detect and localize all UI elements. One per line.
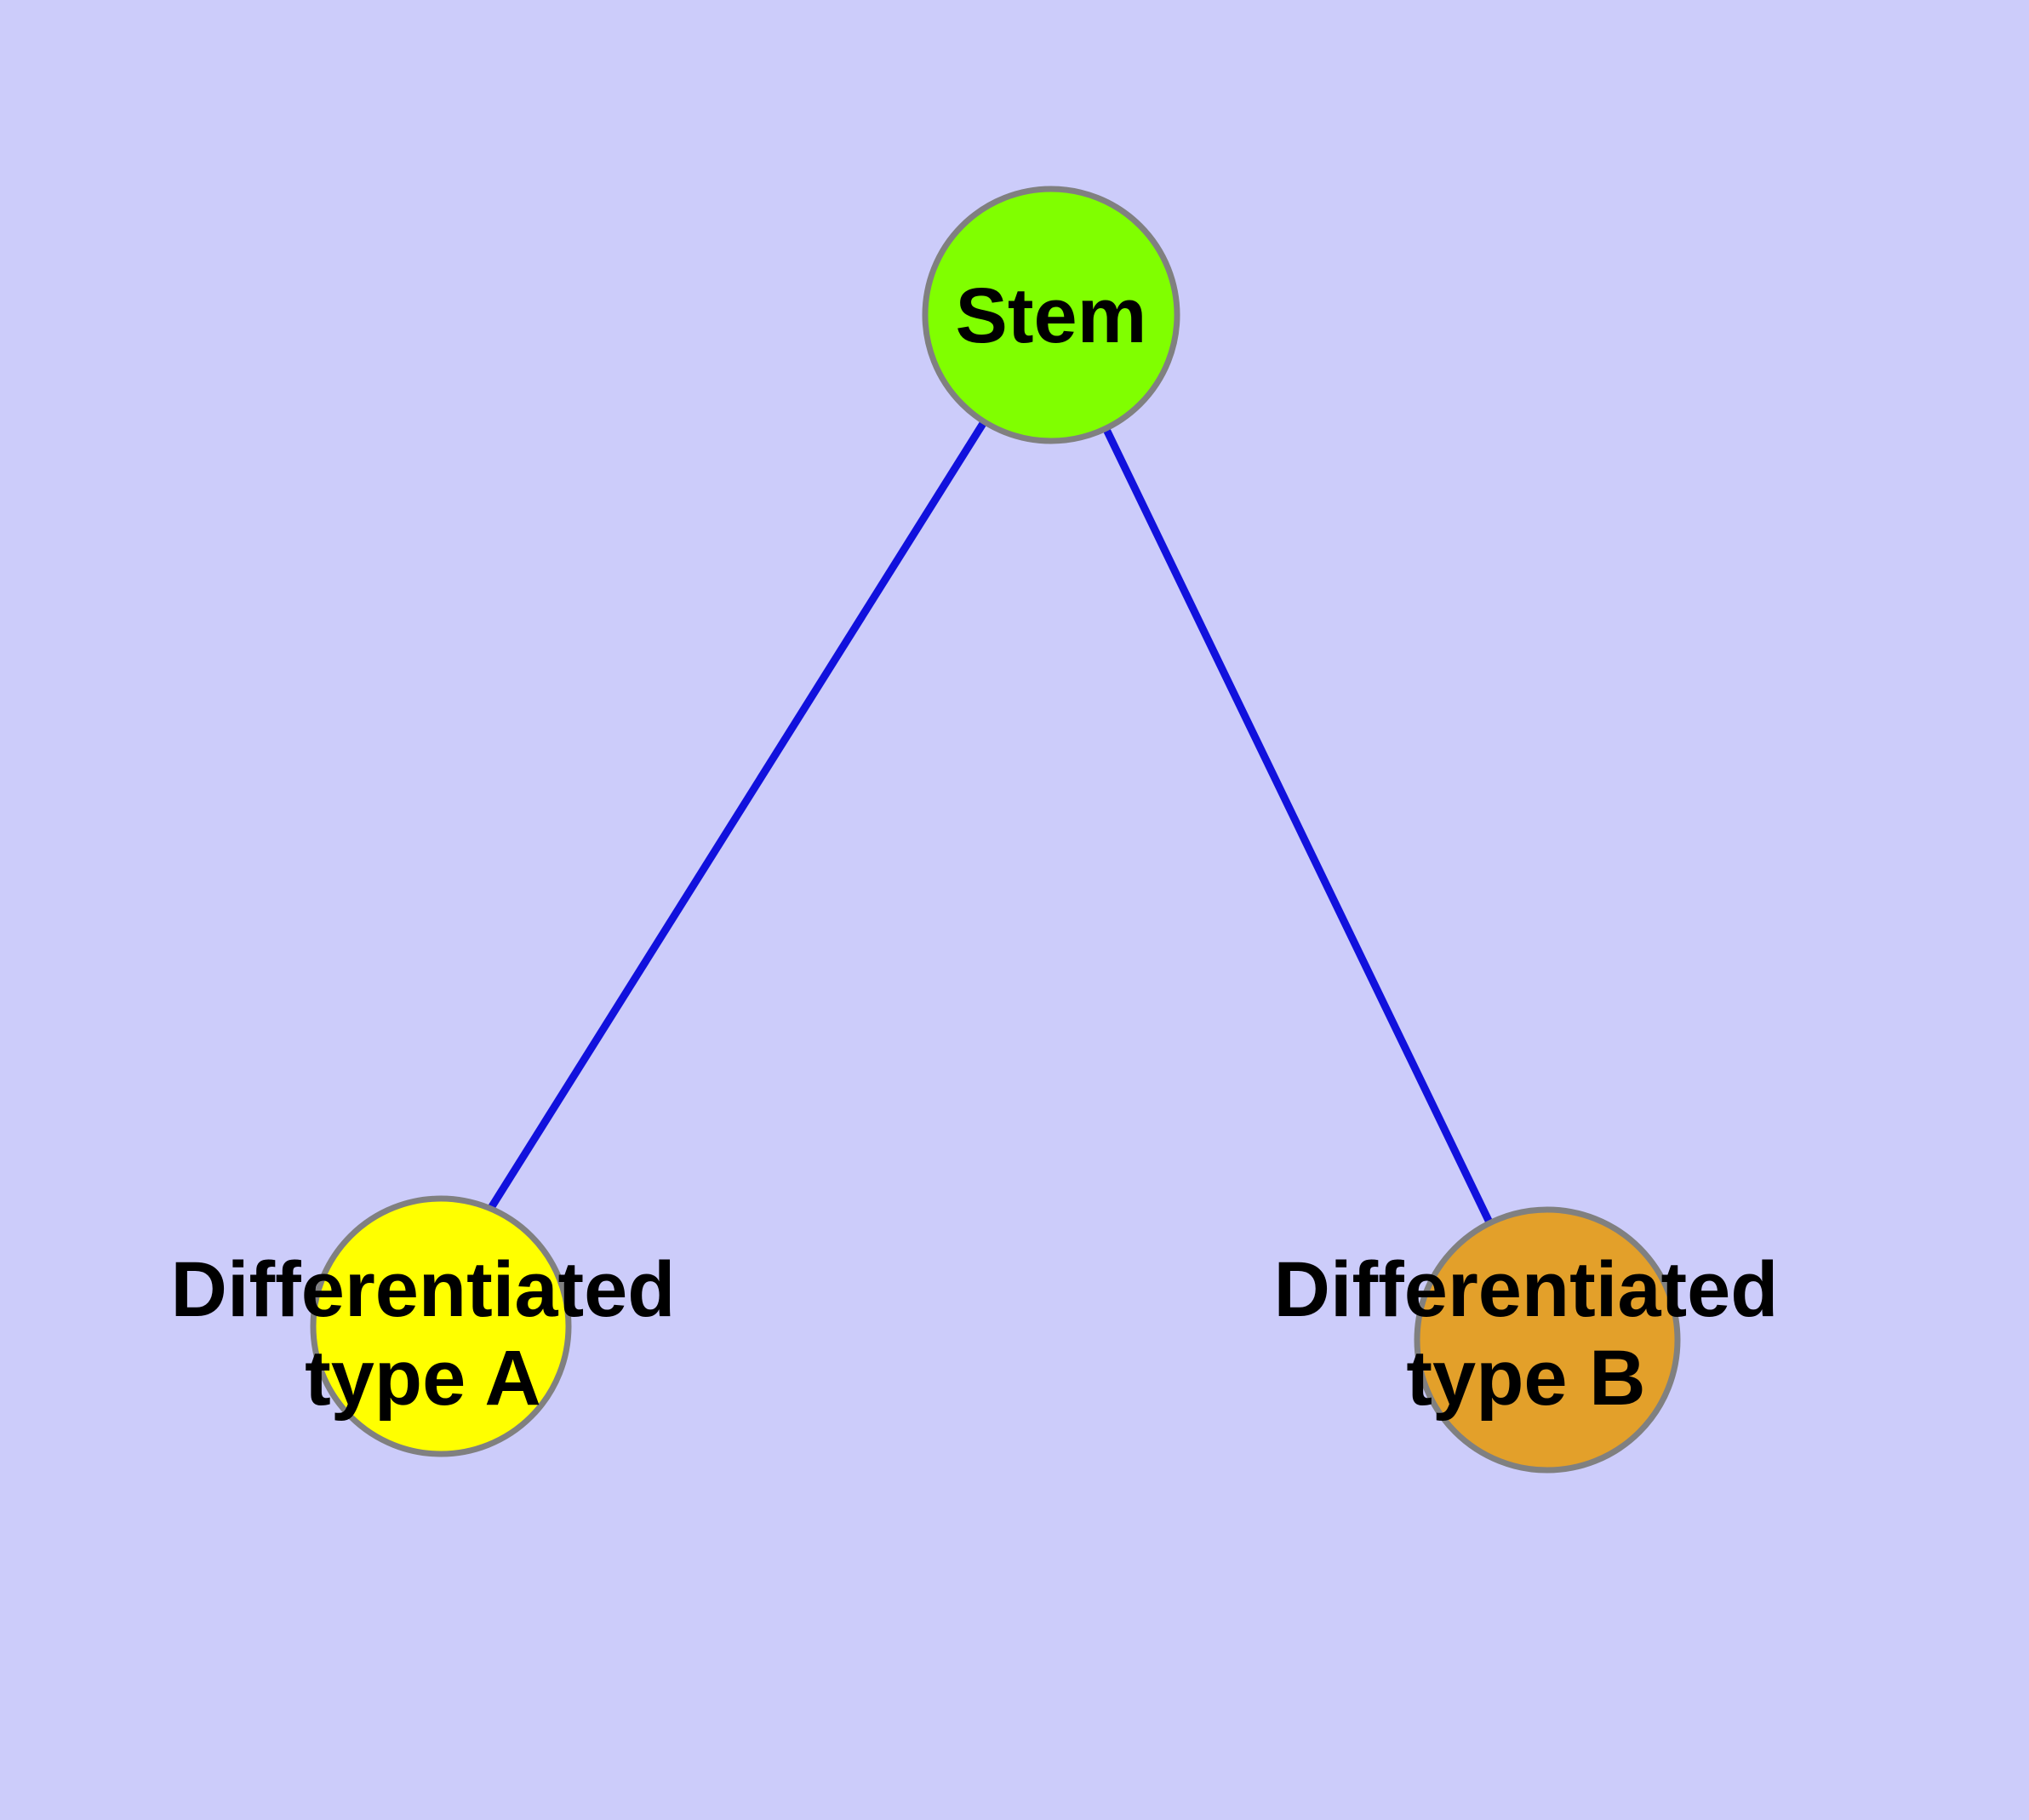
edge-layer	[482, 312, 1495, 1228]
node-differentiated-type-b[interactable]	[1414, 1206, 1681, 1474]
edge-stem-to-differentiated-type-a[interactable]	[482, 312, 1055, 1220]
node-label-stem: Stem	[956, 272, 1147, 359]
node-label-differentiated-type-b-line2: type B	[1406, 1335, 1645, 1422]
node-label-differentiated-type-b-line1: Differentiated	[1274, 1246, 1779, 1333]
node-layer	[310, 186, 1681, 1474]
edge-stem-to-differentiated-type-b[interactable]	[1047, 313, 1495, 1228]
node-stem[interactable]	[922, 186, 1180, 444]
node-differentiated-type-a[interactable]	[310, 1195, 572, 1457]
node-label-differentiated-type-a-line2: type A	[305, 1335, 541, 1422]
label-layer: Stem Differentiated type A Differentiate…	[171, 272, 1779, 1422]
node-label-differentiated-type-a-line1: Differentiated	[171, 1246, 676, 1333]
